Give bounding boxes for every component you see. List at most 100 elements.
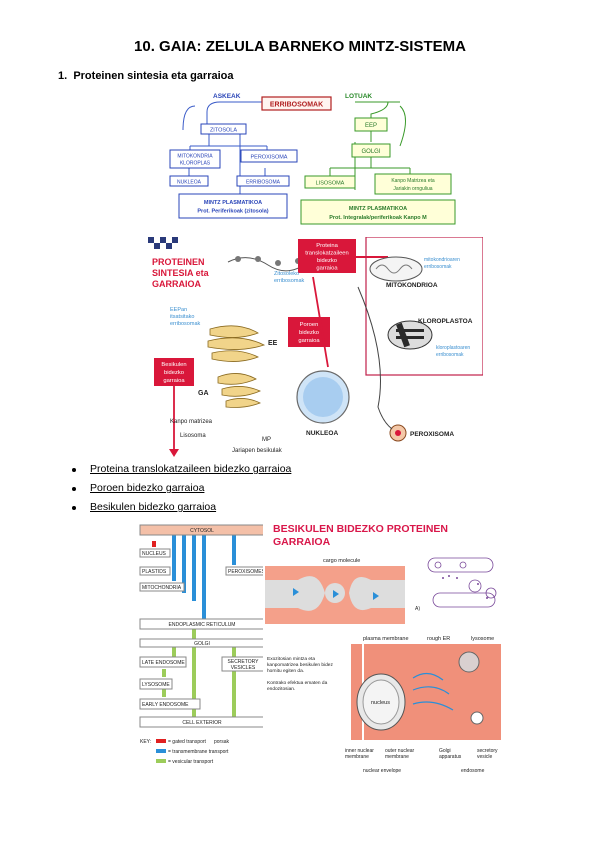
golgi-label: GOLGI <box>361 149 380 155</box>
peroxisoma-label: PEROXISOMA <box>410 431 454 438</box>
protein-transport-illustration: PROTEINEN SINTESIA eta GARRAIOA Proteina… <box>148 237 483 461</box>
translok-line3: bidezko <box>317 258 337 264</box>
lisosoma-label: Lisosoma <box>180 433 206 439</box>
poroen-line3: garraioa <box>298 338 320 344</box>
lisosoma-label: LISOSOMA <box>316 181 345 187</box>
kanpo-matrizea-box <box>374 173 452 195</box>
peroxisoma-label: PEROXISOMA <box>251 155 288 161</box>
erribosomak-label: ERRIBOSOMAK <box>270 102 323 109</box>
diagram4-heading-line1: BESIKULEN BIDEZKO PROTEINEN <box>273 523 448 535</box>
secretory-line2: vesicle <box>477 754 493 760</box>
link-translokatzaileen[interactable]: Proteina translokatzaileen bidezko garra… <box>90 463 292 475</box>
link-besikulen[interactable]: Besikulen bidezko garraioa <box>90 501 217 513</box>
prot-integralak-label: Prot. Integralak/periferikoak Kanpo M <box>329 215 427 221</box>
mitochondria-label: MITOCHONDRIA <box>142 585 182 591</box>
vesicular-label: = vesicular transport <box>168 759 214 765</box>
kloro-ribo-line2: erribosomak <box>436 352 464 358</box>
besikulen-line1: Besikulen <box>161 362 186 368</box>
inner-line2: membrane <box>345 754 369 760</box>
golgi-line2: apparatus <box>439 754 462 760</box>
page-title: 10. GAIA: ZELULA BARNEKO MINTZ-SISTEMA <box>134 38 466 55</box>
golgi-line1: Golgi <box>439 748 451 754</box>
ee-label: EE <box>268 340 278 347</box>
translok-line4: garraioa <box>316 266 338 272</box>
besikulen-line3: garraioa <box>163 378 185 384</box>
zitosoleko-line1: Zitosoleko <box>274 271 299 277</box>
endo-line2: endozitosian. <box>267 686 295 692</box>
mp-label: MP <box>262 437 271 443</box>
transmembrane-swatch <box>156 749 166 753</box>
kanpo-matrizea-label: Kanpo matrizea <box>170 419 213 425</box>
askeak-label: ASKEAK <box>213 93 241 100</box>
lysosome-label: LYSOSOME <box>142 682 170 688</box>
transport-flowchart: CYTOSOL NUCLEUS PLASTIDS MITOCHONDRIA PE… <box>134 521 272 777</box>
mito-ribo-line1: mitokondrioaren <box>424 257 460 263</box>
secretory-line1: SECRETORY <box>228 659 260 665</box>
eep-box <box>354 117 388 132</box>
outer-line1: outer nuclear <box>385 748 415 754</box>
mintz-plasmatikoa-right-label: MINTZ PLASMATIKOA <box>349 206 407 212</box>
exo-line2: kanpomatrizea besikulen bidez <box>267 662 333 668</box>
mintz-plasmatikoa-right-box <box>300 199 456 225</box>
poroen-arrow <box>312 276 329 368</box>
bullet-icon <box>72 487 76 491</box>
transport-types-list: Proteina translokatzaileen bidezko garra… <box>72 463 291 520</box>
er-golgi-stacks <box>207 325 266 408</box>
kloroplastoa-label: KLOROPLASTOA <box>418 318 473 325</box>
mintz-plasmatikoa-left-label: MINTZ PLASMATIKOA <box>204 200 262 206</box>
eep-label: EEP <box>365 123 377 129</box>
list-item: Besikulen bidezko garraioa <box>72 501 291 520</box>
translokatzaileen-callout <box>298 239 356 273</box>
translok-line1: Proteina <box>316 243 338 249</box>
porsak-label: porsak <box>214 739 230 745</box>
peroxisomes-label: PEROXISOMES <box>228 569 266 575</box>
chloroplast-shape <box>387 320 433 350</box>
nukleoa-label: NUKLEOA <box>306 430 338 437</box>
list-item: Poroen bidezko garraioa <box>72 482 291 501</box>
erribosomak-box <box>261 96 332 111</box>
vesicular-swatch <box>156 759 166 763</box>
ga-label: GA <box>198 390 209 397</box>
nucleus-label: NUCLEUS <box>142 551 167 557</box>
nukleoa-box <box>169 175 209 187</box>
poroen-line2: bidezko <box>299 330 319 336</box>
lotuak-label: LOTUAK <box>345 93 372 100</box>
endo-line1: Kontrako efektua ematen da <box>267 680 328 686</box>
gated-label: = gated transport <box>168 739 207 745</box>
exo-line3: hornitu egiten da. <box>267 668 304 674</box>
nukleoa-label: NUKLEOA <box>177 180 202 186</box>
exo-line1: Exozitosian mintza eta <box>267 656 315 662</box>
nuclear-envelope-label: nuclear envelope <box>363 768 401 774</box>
vesicle-sketch <box>427 557 497 608</box>
mito-ribo-line2: erribosomak <box>424 264 452 270</box>
eep-ribo-line1: EEPan <box>170 307 187 313</box>
mitokondria-label: MITOKONDRIA <box>177 154 213 160</box>
section-heading-text: Proteinen sintesia eta garraioa <box>73 70 234 82</box>
secretory-line1: secretory <box>477 748 498 754</box>
kloro-ribo-line1: kloroplastoaren <box>436 345 470 351</box>
erribosoma-label: ERRIBOSOMA <box>246 180 281 186</box>
mintz-plasmatikoa-left-box <box>178 193 288 219</box>
link-poroen[interactable]: Poroen bidezko garraioa <box>90 482 205 494</box>
diagram2-heading-line2: SINTESIA eta <box>152 268 210 278</box>
besikulen-line2: bidezko <box>164 370 184 376</box>
peroxisoma-box <box>240 149 298 163</box>
ribosome-tree-diagram: ASKEAK LOTUAK ERRIBOSOMAK ZITOSOLA MITOK… <box>169 93 456 225</box>
diagram4-heading-line2: GARRAIOA <box>273 536 331 548</box>
poroen-line1: Poroen <box>300 322 319 328</box>
transmembrane-label: = transmembrane transport <box>168 749 229 755</box>
mitochondrion-shape <box>369 256 423 282</box>
plasma-membrane-label: plasma membrane <box>363 636 409 642</box>
lysosome-shape <box>458 651 480 673</box>
golgi-label: GOLGI <box>194 641 210 647</box>
inner-line1: inner nuclear <box>345 748 374 754</box>
gated-swatch <box>156 739 166 743</box>
plastids-label: PLASTIDS <box>142 569 167 575</box>
zitosola-label: ZITOSOLA <box>210 128 237 134</box>
prot-periferikoak-label: Prot. Periferikoak (zitosola) <box>197 209 268 215</box>
kloroplas-label: KLOROPLAS <box>180 161 211 167</box>
diagram2-heading-line3: GARRAIOA <box>152 279 201 289</box>
zitosola-box <box>200 123 247 135</box>
zitosoleko-line2: erribosomak <box>274 278 305 284</box>
section-heading: 1. Proteinen sintesia eta garraioa <box>58 70 233 82</box>
